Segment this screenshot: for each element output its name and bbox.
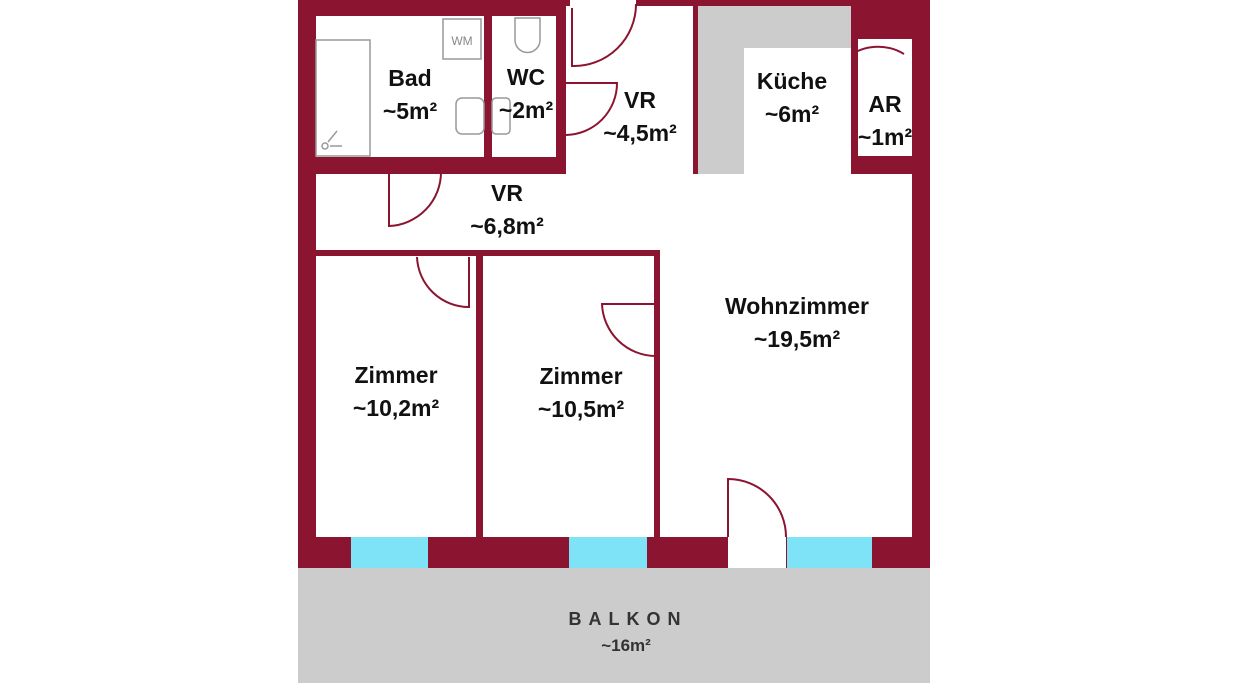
room-name-bad: Bad (388, 65, 431, 91)
room-area-wohnzimmer: ~19,5m² (754, 326, 841, 352)
room-name-kueche: Küche (757, 68, 827, 94)
zimmer-mid-door (600, 303, 657, 357)
toilet-bowl (514, 17, 541, 54)
bathroom-fixtures: WM (315, 17, 541, 157)
ar-door (851, 45, 905, 102)
window-wohnzimmer (787, 537, 872, 568)
doors (388, 3, 905, 538)
room-area-vr-lower: ~6,8m² (470, 213, 544, 239)
room-area-kueche: ~6m² (765, 101, 820, 127)
room-name-vr-lower: VR (491, 180, 523, 206)
room-area-zimmer-mid: ~10,5m² (538, 396, 625, 422)
washing-machine-label: WM (451, 34, 472, 48)
entrance-door (571, 3, 637, 68)
room-name-zimmer-mid: Zimmer (539, 363, 622, 389)
toilet-cistern (491, 97, 511, 135)
room-name-vr-upper: VR (624, 87, 656, 113)
bad-door (388, 171, 442, 228)
room-name-wohnzimmer: Wohnzimmer (725, 293, 869, 319)
window-zimmer-mid (569, 537, 647, 568)
shaft (698, 6, 851, 174)
zimmer-left-door (416, 256, 470, 309)
room-area-bad: ~5m² (383, 98, 438, 124)
balcony-door-opening (728, 537, 786, 568)
balcony-area (298, 568, 930, 683)
room-name-zimmer-left: Zimmer (354, 362, 437, 388)
room-name-wc: WC (507, 64, 545, 90)
washing-machine (442, 18, 482, 60)
room-area-ar: ~1m² (858, 124, 913, 150)
wohnzimmer-floor (660, 174, 912, 537)
ar-floor (858, 39, 912, 156)
window-zimmer-left (351, 537, 428, 568)
shower (315, 39, 371, 157)
balkon-name: BALKON (569, 609, 688, 629)
shower-drain-icon (321, 142, 329, 150)
room-area-zimmer-left: ~10,2m² (353, 395, 440, 421)
entrance-opening (570, 0, 636, 8)
room-name-ar: AR (868, 91, 902, 117)
room-labels: Bad ~5m² WC ~2m² VR ~4,5m² Küche ~6m² AR… (353, 64, 913, 655)
zimmer-mid-floor (483, 256, 654, 537)
sink (455, 97, 485, 135)
room-area-wc: ~2m² (499, 97, 554, 123)
balkon-area: ~16m² (601, 636, 651, 655)
balcony-door (727, 477, 787, 538)
room-area-vr-upper: ~4,5m² (603, 120, 677, 146)
wc-door (565, 82, 619, 136)
